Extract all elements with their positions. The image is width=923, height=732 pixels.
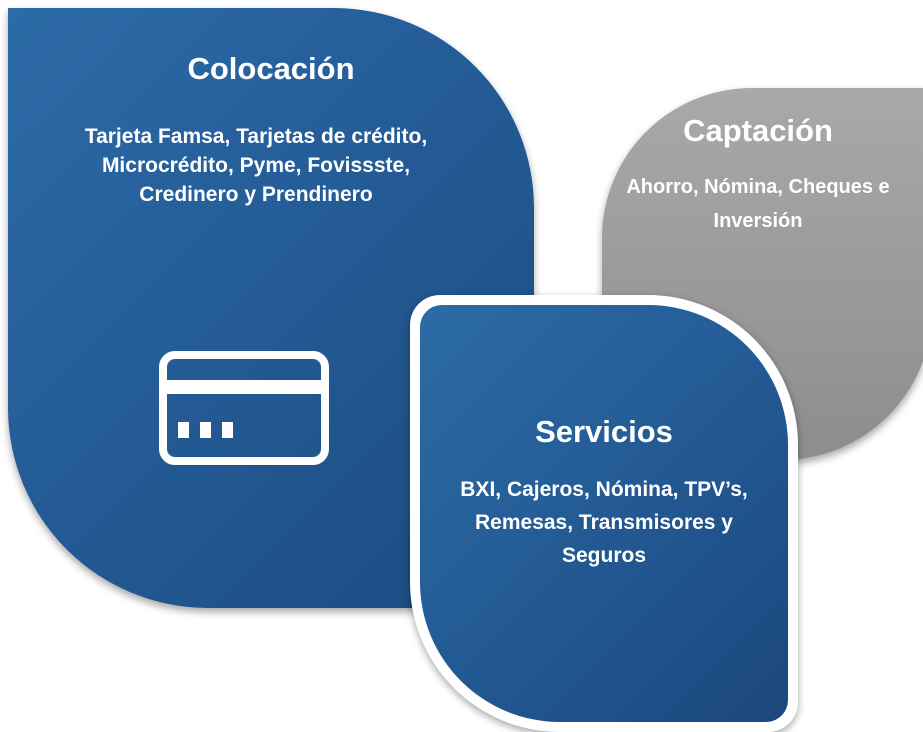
servicios-title: Servicios <box>535 414 673 449</box>
colocacion-description: Tarjeta Famsa, Tarjetas de crédito, Micr… <box>84 125 428 206</box>
servicios-card: Servicios BXI, Cajeros, Nómina, TPV’s, R… <box>410 295 798 732</box>
captacion-title: Captación <box>683 113 833 148</box>
credit-card-icon <box>159 351 329 465</box>
colocacion-title: Colocación <box>187 51 355 86</box>
captacion-description: Ahorro, Nómina, Cheques e Inversión <box>626 176 890 232</box>
servicios-card-inner: Servicios BXI, Cajeros, Nómina, TPV’s, R… <box>420 305 788 722</box>
servicios-description: BXI, Cajeros, Nómina, TPV’s, Remesas, Tr… <box>460 478 748 567</box>
